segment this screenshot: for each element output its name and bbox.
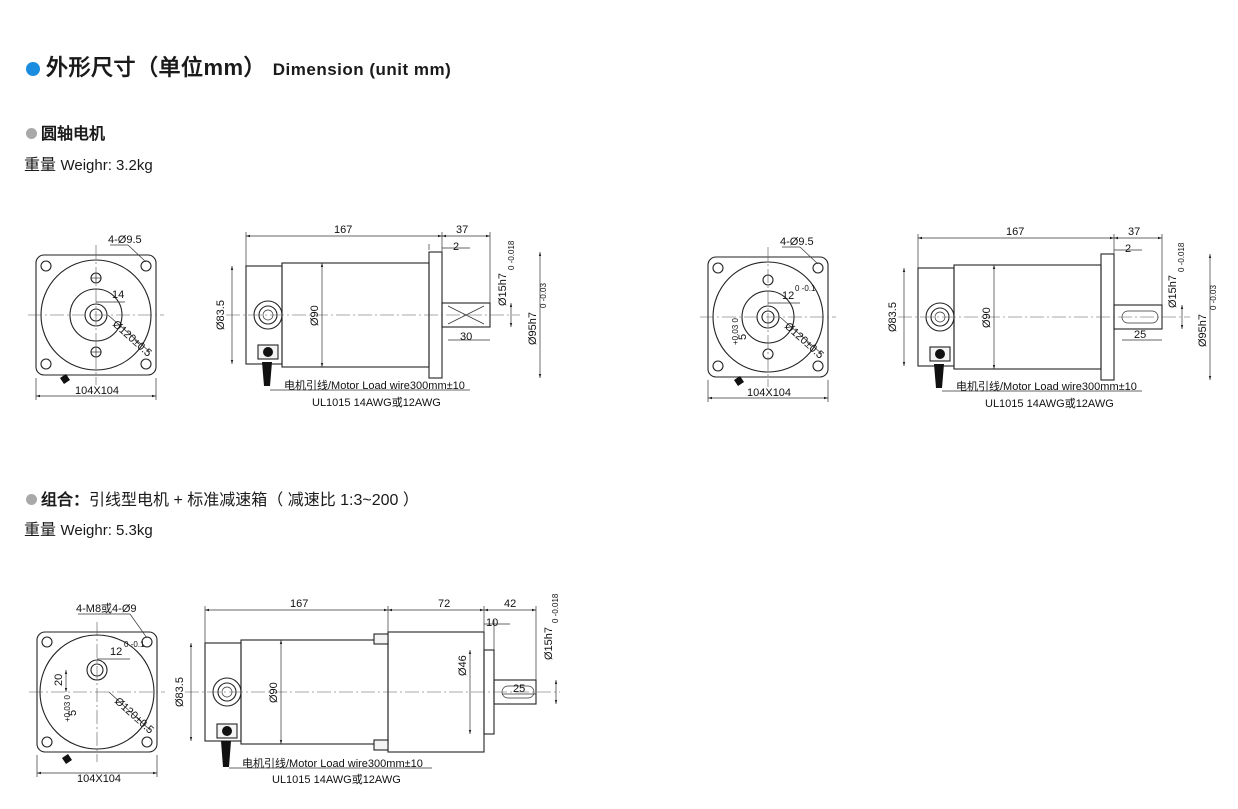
dim-body-2: Ø83.5 — [887, 302, 899, 332]
dim-shaft-1: 14 — [112, 289, 124, 301]
section-heading-combination: 组合：引线型电机 + 标准减速箱（ 减速比 1:3~200 ） — [26, 486, 419, 510]
dim-key-len-3: 25 — [513, 683, 525, 695]
dim-holes-3: 4-M8或4-Ø9 — [76, 602, 137, 615]
wire-label-3: 电机引线/Motor Load wire300mm±10 — [242, 756, 423, 770]
dim-holes-1: 4-Ø9.5 — [108, 234, 142, 246]
title-cn: 外形尺寸（单位mm） — [46, 55, 267, 80]
dim-flange-3: 104X104 — [77, 773, 121, 785]
section-heading-round-shaft: 圆轴电机 — [26, 120, 105, 144]
dim-motor-1: Ø90 — [309, 305, 321, 326]
front-view-3: 104X104 4-M8或4-Ø9 12 0 -0.1 20 5 +0.03 0… — [29, 602, 165, 785]
wire-spec-3: UL1015 14AWG或12AWG — [272, 773, 401, 786]
round-shaft-drawing: 104X104 4-Ø9.5 14 Ø120±0.5 167 37 — [28, 224, 548, 409]
dim-key-h-tol-3: +0.03 0 — [63, 695, 72, 722]
front-view-1: 104X104 4-Ø9.5 14 Ø120±0.5 — [28, 234, 164, 400]
dim-step-3: 10 — [486, 617, 498, 629]
dim-offset-3: 20 — [53, 674, 65, 686]
side-view-1: 167 37 2 Ø83.5 Ø90 Ø15h7 0 -0.018 Ø95h7 … — [215, 224, 548, 409]
dim-length-1: 167 — [334, 224, 352, 236]
dim-key-tol-2: 0 -0.1 — [795, 284, 816, 293]
weight-label-2: 重量 Weighr: 5.3kg — [24, 516, 153, 540]
section-title: 组合： — [41, 492, 90, 509]
bullet-gray-icon — [26, 128, 37, 139]
dim-pcd-2: Ø120±0.5 — [782, 320, 826, 361]
dim-shaft-dia-3: Ø15h7 — [543, 627, 555, 660]
wire-label-2: 电机引线/Motor Load wire300mm±10 — [956, 379, 1137, 393]
wire-spec-2: UL1015 14AWG或12AWG — [985, 397, 1114, 410]
dim-shaft-tol-1: 0 -0.018 — [507, 240, 516, 270]
keyed-shaft-drawing: 104X104 4-Ø9.5 12 0 -0.1 5 +0.03 0 Ø120±… — [700, 226, 1218, 410]
dim-pilot-1: Ø95h7 — [527, 312, 539, 345]
dim-shaft-dia-1: Ø15h7 — [497, 273, 509, 306]
dim-gear-len-3: 72 — [438, 598, 450, 610]
dim-key-h-3: 5 — [67, 710, 79, 716]
dim-key-len-2: 25 — [1134, 329, 1146, 341]
bullet-dot-icon — [26, 62, 40, 76]
dim-body-3: Ø83.5 — [174, 677, 186, 707]
dim-key-tol-3: 0 -0.1 — [124, 640, 145, 649]
dim-flange-2: 104X104 — [747, 387, 791, 399]
dim-length2-2: 37 — [1128, 226, 1140, 238]
dim-boss-3: Ø46 — [457, 655, 469, 676]
dim-flat-1: 30 — [460, 331, 472, 343]
gearbox-drawing: 104X104 4-M8或4-Ø9 12 0 -0.1 20 5 +0.03 0… — [29, 593, 560, 786]
dim-flange-1: 104X104 — [75, 385, 119, 397]
dim-shaft-dia-2: Ø15h7 — [1167, 275, 1179, 308]
bullet-gray-icon — [26, 494, 37, 505]
dim-pcd-1: Ø120±0.5 — [110, 318, 154, 359]
weight-cn: 重量 — [24, 522, 57, 539]
dim-key-h-tol-2: +0.03 0 — [731, 318, 740, 345]
dim-motor-3: Ø90 — [268, 682, 280, 703]
weight-en: Weighr: 5.3kg — [60, 522, 153, 539]
wire-label-1: 电机引线/Motor Load wire300mm±10 — [284, 378, 465, 392]
dim-pilot-2: Ø95h7 — [1197, 314, 1209, 347]
page-title: 外形尺寸（单位mm） Dimension (unit mm) — [26, 50, 451, 82]
section-title: 圆轴电机 — [41, 126, 106, 143]
side-view-2: 167 37 2 Ø83.5 Ø90 Ø15h7 0 -0.018 Ø95h7 … — [887, 226, 1218, 410]
dim-length-3: 167 — [290, 598, 308, 610]
section-subtitle: 引线型电机 + 标准减速箱（ 减速比 1:3~200 ） — [89, 492, 419, 509]
dim-holes-2: 4-Ø9.5 — [780, 236, 814, 248]
dim-key-h-2: 5 — [737, 334, 749, 340]
dim-shaft-tol-3: 0 -0.018 — [551, 593, 560, 623]
dim-key-w-3: 12 — [110, 646, 122, 658]
weight-label-1: 重量 Weighr: 3.2kg — [24, 151, 153, 175]
title-en: Dimension (unit mm) — [272, 60, 452, 79]
dim-key-w-2: 12 — [782, 290, 794, 302]
dim-pilot-tol-1: 0 -0.03 — [539, 283, 548, 308]
dim-shaft-tol-2: 0 -0.018 — [1177, 242, 1186, 272]
dim-shaft-len-3: 42 — [504, 598, 516, 610]
dim-body-1: Ø83.5 — [215, 300, 227, 330]
side-view-3: 167 72 42 10 Ø83.5 Ø90 Ø46 Ø15h7 0 -0.01… — [174, 593, 560, 786]
dim-motor-2: Ø90 — [981, 307, 993, 328]
front-view-2: 104X104 4-Ø9.5 12 0 -0.1 5 +0.03 0 Ø120±… — [700, 236, 836, 402]
weight-en: Weighr: 3.2kg — [60, 157, 153, 174]
dim-step-2: 2 — [1125, 243, 1131, 255]
dim-pilot-tol-2: 0 -0.03 — [1209, 285, 1218, 310]
dim-length2-1: 37 — [456, 224, 468, 236]
wire-spec-1: UL1015 14AWG或12AWG — [312, 396, 441, 409]
weight-cn: 重量 — [24, 157, 57, 174]
dim-step-1: 2 — [453, 241, 459, 253]
dim-length-2: 167 — [1006, 226, 1024, 238]
